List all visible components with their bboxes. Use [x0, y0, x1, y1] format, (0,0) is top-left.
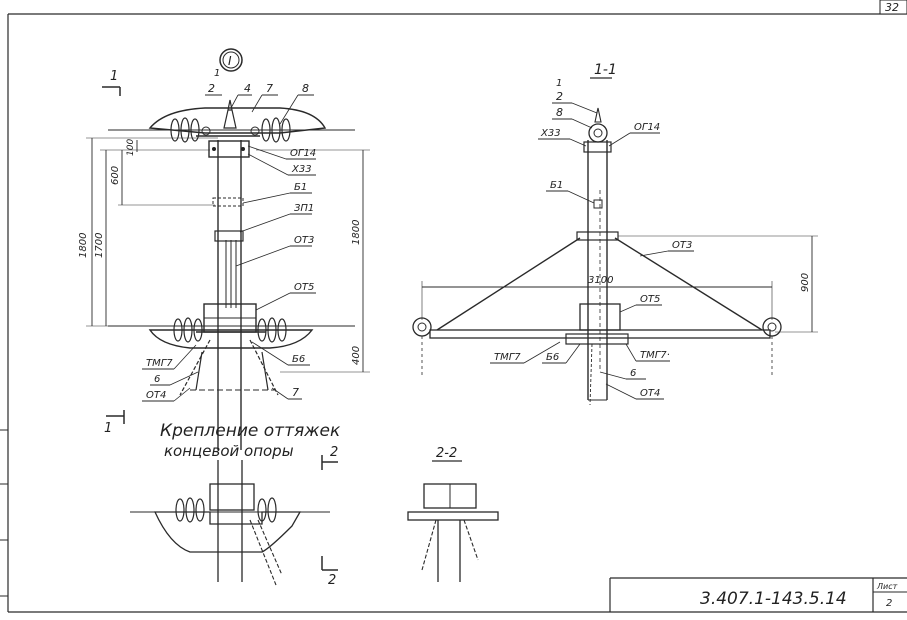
dim-1800-right: 1800 — [351, 220, 362, 245]
insulator-string-top-left — [170, 117, 211, 143]
svg-text:ОТ5: ОТ5 — [640, 294, 660, 305]
svg-text:ОТ3: ОТ3 — [294, 235, 314, 246]
section-mark-2-detail: 2 2 — [321, 445, 338, 588]
svg-text:1: 1 — [214, 68, 220, 79]
svg-text:ОТ3: ОТ3 — [672, 240, 692, 251]
svg-text:ТМГ7: ТМГ7 — [494, 352, 521, 363]
svg-text:2: 2 — [208, 82, 215, 95]
svg-text:1: 1 — [556, 78, 562, 89]
caption-line-2: концевой опоры — [164, 442, 294, 460]
detail-caption: Крепление оттяжек концевой опоры 1 — [104, 410, 341, 460]
svg-text:7: 7 — [292, 386, 299, 399]
front-dimensions: 1800 1700 600 100 1800 400 — [78, 137, 370, 373]
svg-text:2: 2 — [328, 573, 336, 588]
dim-1800-left: 1800 — [78, 233, 89, 258]
node-marker-label: I — [228, 54, 232, 68]
svg-text:ОТ5: ОТ5 — [294, 282, 314, 293]
detail-stay-fastening: 2 2 — [130, 445, 338, 588]
top-crossarm — [108, 107, 355, 137]
side-view-title: 1-1 — [594, 62, 617, 78]
section-mark-1-front: 1 — [102, 69, 121, 96]
svg-text:Х33: Х33 — [291, 164, 312, 175]
dim-900: 900 — [800, 273, 811, 292]
section-2-2-title: 2-2 — [436, 446, 457, 461]
svg-text:1: 1 — [110, 69, 118, 84]
pole-front — [190, 140, 275, 450]
svg-text:4: 4 — [244, 82, 251, 95]
svg-text:6: 6 — [630, 368, 636, 379]
svg-text:1: 1 — [104, 421, 112, 436]
insulator-string-top-right — [250, 117, 291, 143]
side-view-1-1: 1-1 3100 900 1 — [412, 62, 818, 406]
svg-text:8: 8 — [302, 82, 309, 95]
dim-3100: 3100 — [588, 275, 613, 286]
svg-text:Х33: Х33 — [540, 128, 561, 139]
dim-1700: 1700 — [94, 233, 105, 258]
svg-text:Б1: Б1 — [550, 180, 563, 191]
sheet-number: 2 — [886, 598, 892, 609]
svg-text:Б6: Б6 — [292, 354, 305, 365]
caption-line-1: Крепление оттяжек — [160, 421, 341, 441]
svg-text:Б6: Б6 — [546, 352, 559, 363]
page-number: 32 — [885, 1, 899, 14]
node-marker-circle — [219, 48, 243, 72]
svg-text:6: 6 — [154, 374, 160, 385]
svg-text:2: 2 — [556, 90, 563, 103]
svg-text:ТМГ7·: ТМГ7· — [640, 350, 670, 361]
svg-text:ТМГ7: ТМГ7 — [146, 358, 173, 369]
svg-text:ОТ4: ОТ4 — [640, 388, 660, 399]
pin-insulator-top — [223, 99, 237, 129]
dim-100: 100 — [126, 139, 136, 156]
svg-text:ОГ14: ОГ14 — [290, 148, 316, 159]
svg-text:ОГ14: ОГ14 — [634, 122, 660, 133]
section-2-2: 2-2 — [407, 446, 499, 582]
svg-text:ЗП1: ЗП1 — [294, 203, 314, 214]
document-code: 3.407.1-143.5.14 — [700, 589, 847, 609]
front-view: I 1 — [78, 48, 370, 450]
dim-400: 400 — [351, 346, 362, 365]
sheet-label: Лист — [876, 582, 898, 591]
svg-text:7: 7 — [266, 82, 273, 95]
dim-600: 600 — [110, 166, 121, 185]
section-mark-1-detail: 1 — [104, 410, 125, 436]
svg-text:8: 8 — [556, 106, 563, 119]
title-block: 3.407.1-143.5.14 Лист 2 — [609, 577, 907, 612]
front-callouts: 1 2 4 7 8 ОГ14 Х33 Б1 ЗП1 ОТ3 — [142, 68, 316, 402]
svg-text:2: 2 — [330, 445, 338, 460]
svg-text:Б1: Б1 — [294, 182, 307, 193]
svg-text:ОТ4: ОТ4 — [146, 390, 166, 401]
bottom-crossarm — [108, 317, 355, 396]
